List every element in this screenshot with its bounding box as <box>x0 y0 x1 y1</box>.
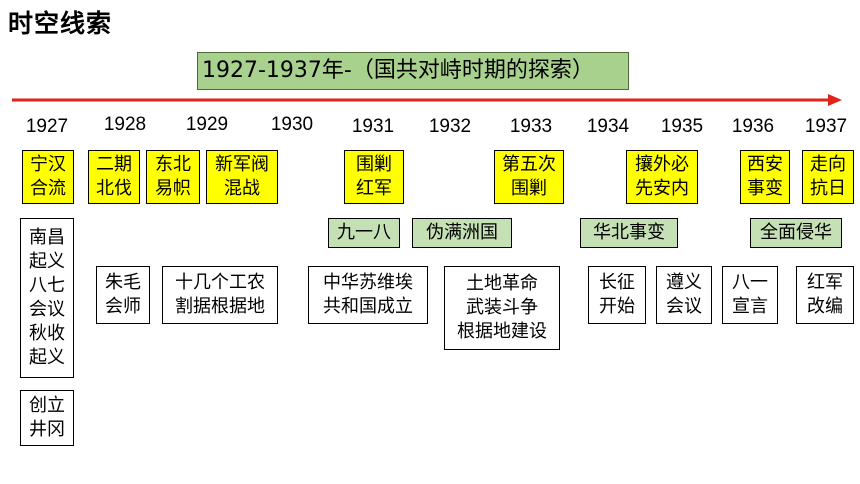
event-line: 东北 <box>155 154 191 175</box>
year-label-1934: 1934 <box>586 116 630 137</box>
event-line: 会师 <box>105 296 141 317</box>
event-line: 开始 <box>599 296 635 317</box>
event-northeast-flag-change: 东北 易帜 <box>146 150 200 204</box>
event-xian-incident: 西安 事变 <box>740 150 790 204</box>
event-line: 八七 <box>29 275 65 296</box>
event-line: 起义 <box>29 251 65 272</box>
event-line: 十几个工农 <box>175 272 265 293</box>
year-label-1932: 1932 <box>428 116 472 137</box>
event-line: 红军 <box>356 178 392 199</box>
year-label-1935: 1935 <box>660 116 704 137</box>
event-line: 武装斗争 <box>466 297 538 318</box>
event-red-army-reorganization: 红军 改编 <box>796 266 854 324</box>
event-line: 宁汉 <box>30 154 66 175</box>
event-line: 根据地建设 <box>457 321 547 342</box>
event-line: 秋收 <box>29 323 65 344</box>
event-fifth-encirclement: 第五次 围剿 <box>494 150 564 204</box>
event-line: 第五次 <box>502 154 556 175</box>
event-second-northern-expedition: 二期 北伐 <box>88 150 140 204</box>
timeline-arrow <box>12 94 842 106</box>
event-long-march: 长征 开始 <box>588 266 646 324</box>
event-line: 宣言 <box>732 296 768 317</box>
event-line: 围剿 <box>356 154 392 175</box>
event-line: 长征 <box>599 272 635 293</box>
event-internal-pacification: 攘外必 先安内 <box>626 150 698 204</box>
year-label-1927: 1927 <box>25 116 69 137</box>
event-zunyi-meeting: 遵义 会议 <box>656 266 712 324</box>
year-label-1936: 1936 <box>731 116 775 137</box>
event-nanchang-uprising-group: 南昌 起义 八七 会议 秋收 起义 <box>20 218 74 378</box>
event-line: 新军阀 <box>215 154 269 175</box>
event-line: 创立 <box>29 395 65 416</box>
event-line: 西安 <box>747 154 783 175</box>
event-line: 八一 <box>732 272 768 293</box>
event-line: 事变 <box>747 178 783 199</box>
event-line: 走向 <box>810 154 846 175</box>
year-label-1931: 1931 <box>351 116 395 137</box>
event-line: 中华苏维埃 <box>323 272 413 293</box>
event-ninghan-merge: 宁汉 合流 <box>22 150 74 204</box>
event-line: 割据根据地 <box>175 296 265 317</box>
event-line: 共和国成立 <box>323 296 413 317</box>
event-line: 二期 <box>96 154 132 175</box>
event-manchukuo: 伪满洲国 <box>412 218 512 248</box>
event-line: 朱毛 <box>105 272 141 293</box>
event-line: 井冈 <box>29 419 65 440</box>
event-jinggang-base: 创立 井冈 <box>20 390 74 446</box>
event-line: 北伐 <box>96 178 132 199</box>
event-zhu-mao-meeting: 朱毛 会师 <box>96 266 150 324</box>
event-soviet-republic: 中华苏维埃 共和国成立 <box>308 266 428 324</box>
event-line: 攘外必 <box>635 154 689 175</box>
year-label-1929: 1929 <box>185 114 229 135</box>
event-line: 起义 <box>29 347 65 368</box>
event-base-areas: 十几个工农 割据根据地 <box>162 266 278 324</box>
event-line: 会议 <box>29 299 65 320</box>
event-line: 遵义 <box>666 272 702 293</box>
year-label-1937: 1937 <box>804 116 848 137</box>
event-line: 混战 <box>224 178 260 199</box>
event-september-18: 九一八 <box>328 218 400 248</box>
event-line: 红军 <box>807 272 843 293</box>
slide-title: 时空线索 <box>8 9 113 38</box>
event-full-invasion: 全面侵华 <box>750 218 842 248</box>
event-line: 先安内 <box>635 178 689 199</box>
event-line: 会议 <box>666 296 702 317</box>
event-line: 南昌 <box>29 227 65 248</box>
event-line: 抗日 <box>810 178 846 199</box>
event-line: 合流 <box>30 178 66 199</box>
event-line: 围剿 <box>511 178 547 199</box>
event-toward-resistance: 走向 抗日 <box>802 150 854 204</box>
event-land-revolution: 土地革命 武装斗争 根据地建设 <box>444 266 560 350</box>
year-label-1928: 1928 <box>103 114 147 135</box>
year-label-1933: 1933 <box>509 116 553 137</box>
event-north-china-incident: 华北事变 <box>580 218 678 248</box>
event-encirclement: 围剿 红军 <box>344 150 404 204</box>
event-august-first-declaration: 八一 宣言 <box>722 266 778 324</box>
period-banner: 1927-1937年-（国共对峙时期的探索） <box>197 52 629 90</box>
year-label-1930: 1930 <box>270 114 314 135</box>
event-line: 易帜 <box>155 178 191 199</box>
event-line: 改编 <box>807 296 843 317</box>
event-warlord-war: 新军阀 混战 <box>206 150 278 204</box>
event-line: 土地革命 <box>466 273 538 294</box>
